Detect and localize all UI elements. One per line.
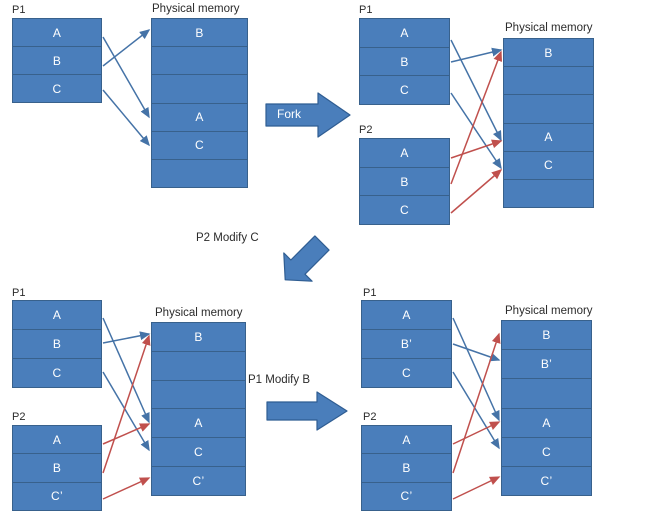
mem-cell: C: [400, 83, 409, 98]
mem-cell: [504, 95, 593, 124]
physical-memory-label-topleft: Physical memory: [152, 3, 240, 15]
physical-memory-box-bottomleft: B A C C’: [151, 322, 246, 496]
mem-cell: C’: [192, 474, 205, 489]
mem-cell: [152, 381, 245, 410]
process-label-p2-bottomleft: P2: [12, 411, 26, 423]
mem-cell: C’: [51, 489, 63, 504]
process-box-p1-bottomright: A B’ C: [361, 300, 452, 388]
mem-cell: C: [152, 438, 245, 468]
process-box-p1-bottomleft: A B C: [12, 300, 102, 388]
mem-cell: C: [504, 152, 593, 180]
mem-cell: C: [52, 366, 62, 380]
step-arrow-fork: [265, 92, 351, 138]
mem-cell: B: [502, 321, 591, 351]
mem-cell: B: [360, 48, 449, 77]
physical-memory-box-topright: B A C: [503, 38, 594, 208]
mem-cell: A: [504, 124, 593, 152]
process-label-p2-bottomright: P2: [363, 411, 377, 423]
physical-memory-box-topleft: B A C: [151, 18, 248, 188]
mem-cell: [152, 47, 247, 76]
mem-cell: B: [360, 168, 449, 197]
mapping-arrows-topleft: [102, 29, 151, 147]
mem-cell: B: [362, 454, 451, 483]
mem-cell: [152, 160, 247, 187]
mem-cell: C: [152, 132, 247, 160]
process-box-p1-topright: A B C: [359, 18, 450, 105]
mem-cell: C’: [540, 473, 553, 488]
mem-cell: B: [152, 323, 245, 352]
mem-cell: [152, 75, 247, 104]
mapping-arrows-bottomright: [452, 317, 501, 500]
mem-cell: A: [13, 19, 101, 47]
mem-cell: C: [52, 81, 62, 96]
mem-cell: [504, 67, 593, 96]
mem-cell: A: [502, 409, 591, 438]
mem-cell: A: [362, 301, 451, 330]
mem-cell: B’: [362, 330, 451, 359]
process-box-p2-bottomright: A B C’: [361, 425, 452, 511]
process-label-p1-topleft: P1: [12, 4, 26, 16]
mem-cell: C: [402, 366, 411, 380]
physical-memory-label-bottomleft: Physical memory: [155, 307, 243, 319]
step-arrow-p2-modify-c: [271, 228, 339, 292]
mem-cell: A: [360, 19, 449, 48]
mem-cell: [504, 180, 593, 207]
mem-cell: A: [152, 104, 247, 132]
step-arrow-p1-modify-b: [266, 391, 348, 431]
process-box-p1-topleft: A B C: [12, 18, 102, 103]
mem-cell: A: [13, 301, 101, 330]
mem-cell: B: [13, 47, 101, 75]
step-label-p1-modify-b: P1 Modify B: [248, 374, 310, 386]
mem-cell: B: [13, 330, 101, 359]
mem-cell: A: [360, 139, 449, 168]
mem-cell: [502, 379, 591, 409]
mapping-arrows-bottomleft: [102, 317, 151, 500]
mem-cell: A: [152, 409, 245, 439]
mem-cell: B: [152, 19, 247, 48]
mem-cell: B: [504, 39, 593, 68]
mem-cell: B’: [502, 350, 591, 380]
mem-cell: A: [362, 426, 451, 455]
mem-cell: C’: [400, 489, 413, 504]
process-box-p2-topright: A B C: [359, 138, 450, 225]
process-label-p1-topright: P1: [359, 4, 373, 16]
physical-memory-label-topright: Physical memory: [505, 22, 593, 34]
process-label-p2-topright: P2: [359, 124, 373, 136]
physical-memory-box-bottomright: B B’ A C C’: [501, 320, 592, 496]
mapping-arrows-topright: [450, 39, 503, 214]
process-box-p2-bottomleft: A B C’: [12, 425, 102, 511]
mem-cell: [152, 352, 245, 381]
step-label-fork: Fork: [277, 107, 301, 121]
mem-cell: A: [13, 426, 101, 455]
mem-cell: C: [400, 203, 409, 218]
step-label-p2-modify-c: P2 Modify C: [196, 232, 259, 244]
physical-memory-label-bottomright: Physical memory: [505, 305, 593, 317]
mem-cell: B: [13, 454, 101, 483]
process-label-p1-bottomright: P1: [363, 287, 377, 299]
process-label-p1-bottomleft: P1: [12, 287, 26, 299]
mem-cell: C: [502, 438, 591, 467]
